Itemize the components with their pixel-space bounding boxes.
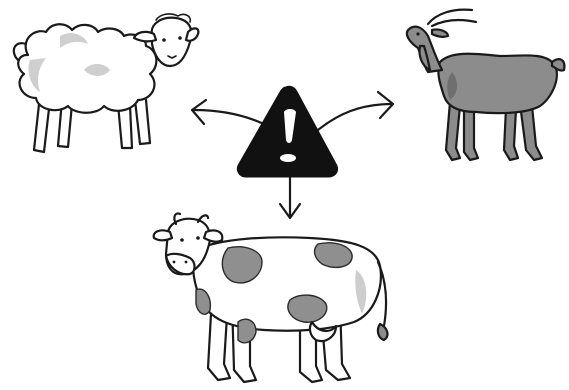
arrow-left-head <box>192 100 206 124</box>
sheep-illustration <box>14 14 199 152</box>
warning-triangle-icon <box>238 87 336 176</box>
cow-illustration <box>154 213 388 382</box>
arrow-left <box>194 110 268 126</box>
goat-illustration <box>407 10 564 160</box>
